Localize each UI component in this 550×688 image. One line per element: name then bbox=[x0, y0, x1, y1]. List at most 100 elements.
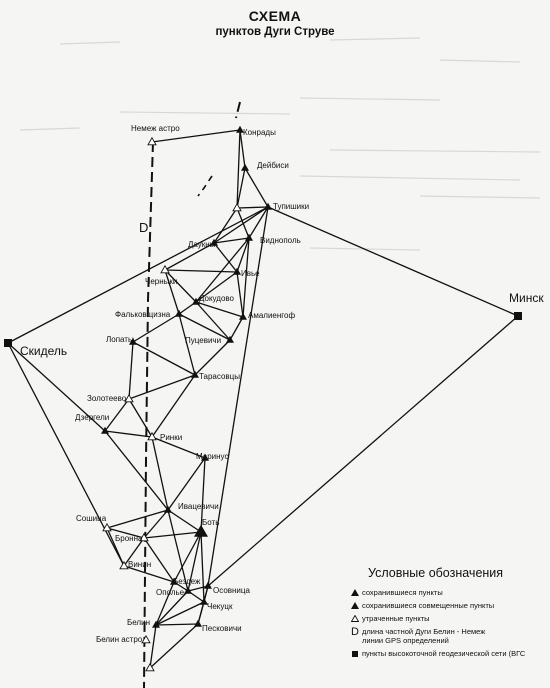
point-label-bot: Боть bbox=[202, 518, 219, 527]
edge-bronna-bot bbox=[143, 531, 202, 539]
edge-chernyki-ivye bbox=[164, 269, 238, 273]
point-marker-ivye bbox=[233, 267, 241, 275]
edge-zoloteevo-dzergeli bbox=[104, 398, 130, 432]
point-marker-peskovichi bbox=[194, 619, 202, 627]
edge-zoloteevo-rinki bbox=[128, 398, 153, 438]
point-marker-bezden bbox=[170, 577, 178, 585]
filled-triangle-icon bbox=[351, 589, 359, 596]
point-label-falkovschizna: Фальковщизна bbox=[115, 310, 171, 319]
edge-opolye-osovnitsa bbox=[187, 585, 209, 592]
point-marker-osovnitsa bbox=[204, 581, 212, 589]
point-marker-amaliengof bbox=[239, 312, 247, 320]
filled-square-icon bbox=[352, 651, 358, 657]
edge-marinus-bot bbox=[200, 457, 206, 533]
edge-bot-chekutsk bbox=[200, 531, 205, 603]
point-label-tarasovtsy: Тарасовцы bbox=[199, 372, 240, 381]
point-marker-belin_astro bbox=[141, 634, 151, 644]
point-label-nemezh: Немеж астро bbox=[131, 124, 180, 133]
point-label-ivye: Ивье bbox=[241, 269, 260, 278]
point-marker-opolye bbox=[184, 586, 192, 594]
edge-bezden-belin bbox=[155, 581, 175, 626]
point-label-skidel: Скидель bbox=[20, 344, 67, 358]
point-marker-vidnopol bbox=[245, 233, 253, 241]
point-label-dejbisi: Дейбиси bbox=[257, 161, 289, 170]
point-label-zoloteevo: Золотеево bbox=[87, 394, 127, 403]
point-marker-skidel bbox=[4, 339, 12, 347]
point-marker-daukny bbox=[210, 238, 218, 246]
dashed-lines bbox=[143, 101, 241, 688]
point-label-amaliengof: Амалиенгоф bbox=[248, 311, 295, 320]
point-label-konrady: Конрады bbox=[243, 128, 276, 137]
edge-falkovschizna-putsevichi bbox=[178, 313, 231, 341]
edge-vidnopol-dokudovo bbox=[195, 237, 250, 303]
point-label-bezden: Бездеж bbox=[173, 577, 201, 586]
edge-putsevichi-tarasovtsy bbox=[194, 339, 231, 376]
point-label-marinus: Маринус bbox=[196, 452, 228, 461]
point-label-lopaty: Лопаты bbox=[106, 335, 134, 344]
point-marker-tarasovtsy bbox=[191, 370, 199, 378]
point-marker-chernyki bbox=[160, 264, 170, 274]
d-symbol: D bbox=[351, 626, 359, 638]
point-label-chekutsk: Чекуцк bbox=[207, 602, 233, 611]
d-arc-label: D bbox=[139, 220, 148, 235]
gps-dash-top bbox=[235, 101, 241, 119]
edge-peskovichi-bottom bbox=[149, 623, 199, 669]
edge-ivatsevichi-bronna bbox=[143, 509, 169, 539]
point-label-chernyki: Черныки bbox=[145, 277, 177, 286]
edge-ivye-amaliengof bbox=[236, 271, 244, 318]
edge-lopaty-zoloteevo bbox=[128, 341, 134, 400]
point-marker-ivatsevichi bbox=[164, 505, 172, 513]
edge-ivye-dokudovo bbox=[195, 271, 238, 303]
point-marker-dokudovo bbox=[192, 297, 200, 305]
point-marker-tupishki bbox=[264, 202, 272, 210]
d-arc-line bbox=[143, 141, 154, 688]
filled-triangle-icon bbox=[351, 602, 359, 609]
point-marker-belin bbox=[152, 620, 160, 628]
point-marker-marinus bbox=[201, 453, 209, 461]
edge-falkovschizna-tarasovtsy bbox=[178, 313, 196, 376]
point-label-minsk: Минск bbox=[509, 291, 544, 305]
legend-item-vgs: пункты высокоточной геодезической сети (… bbox=[348, 649, 548, 658]
edge-vinin-bezden bbox=[123, 565, 175, 583]
point-marker-dzergeli bbox=[101, 426, 109, 434]
edge-daukny-chernyki bbox=[164, 242, 215, 271]
point-label-dzergeli: Дзергели bbox=[75, 413, 109, 422]
edge-tupishki-osovnitsa bbox=[207, 206, 269, 587]
edge-rinki-ivatsevichi bbox=[151, 436, 169, 511]
edge-tupishki-skidel bbox=[7, 206, 269, 344]
edge-skidel-dzergeli bbox=[7, 342, 106, 432]
point-marker-bottom bbox=[145, 662, 155, 672]
edge-dokudovo-amaliengof bbox=[195, 301, 244, 318]
edge-marinus-ivatsevichi bbox=[167, 457, 206, 511]
edge-belin-peskovichi bbox=[155, 623, 199, 626]
legend-item-preserved: сохранившиеся пункты bbox=[348, 588, 548, 597]
edge-bronna-vinin bbox=[123, 537, 145, 567]
edge-dzergeli-rinki bbox=[104, 430, 153, 438]
point-marker-dejbisi bbox=[241, 163, 249, 171]
edge-soshitsa-bronna bbox=[106, 527, 145, 539]
triangulation-edges bbox=[7, 129, 519, 669]
diagram-title: СХЕМА bbox=[248, 8, 302, 24]
point-label-peskovichi: Песковичи bbox=[202, 624, 242, 633]
point-marker-junction bbox=[232, 202, 242, 212]
edge-daukny-vidnopol bbox=[213, 237, 250, 244]
legend: Условные обозначения сохранившиеся пункт… bbox=[348, 566, 548, 662]
point-marker-rinki bbox=[147, 431, 157, 441]
edge-konrady-dejbisi bbox=[239, 129, 246, 169]
edge-chernyki-dokudovo bbox=[164, 269, 197, 303]
edge-nemezh-konrady bbox=[151, 129, 241, 143]
point-label-vidnopol: Виднополь bbox=[260, 236, 301, 245]
point-marker-nemezh bbox=[147, 136, 157, 146]
point-label-daukny: Даукны bbox=[188, 240, 216, 249]
point-marker-konrady bbox=[236, 125, 244, 133]
legend-title: Условные обозначения bbox=[368, 566, 504, 580]
edge-konrady-junction bbox=[236, 129, 241, 209]
survey-points bbox=[4, 125, 522, 672]
edge-bronna-bezden bbox=[143, 537, 175, 583]
edge-tupishki-minsk bbox=[267, 206, 519, 317]
edge-ivatsevichi-opolye bbox=[167, 509, 189, 592]
